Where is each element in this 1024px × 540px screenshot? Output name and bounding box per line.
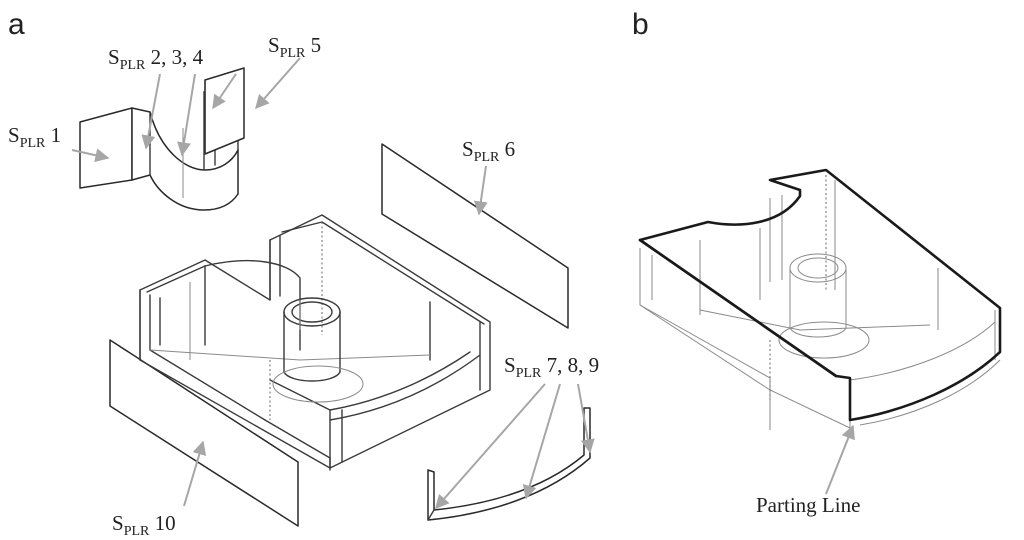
label-splr-6: SPLR 6 — [462, 137, 515, 165]
surface-splr-5 — [204, 67, 245, 155]
surface-splr-1-4 — [79, 87, 239, 211]
parting-line-path — [638, 168, 1002, 422]
surface-splr-6 — [381, 143, 569, 329]
label-splr-7-8-9: SPLR 7, 8, 9 — [504, 353, 599, 381]
surface-splr-7-9 — [427, 407, 591, 521]
exploded-surfaces-diagram: SPLR 1 SPLR 2, 3, 4 SPLR 5 SPLR 6 SPLR 7… — [8, 33, 599, 539]
panel-label-b: b — [632, 8, 649, 41]
label-parting-line: Parting Line — [756, 493, 860, 517]
part-with-parting-line-diagram: Parting Line — [638, 168, 1002, 517]
label-splr-5: SPLR 5 — [268, 33, 321, 61]
label-splr-10: SPLR 10 — [112, 511, 176, 539]
part-body-a — [139, 214, 491, 471]
label-splr-1: SPLR 1 — [8, 123, 61, 151]
label-splr-2-3-4: SPLR 2, 3, 4 — [108, 45, 204, 73]
pointer-arrows-a — [71, 57, 595, 510]
surface-splr-10 — [109, 339, 299, 527]
panel-label-a: a — [8, 8, 25, 41]
